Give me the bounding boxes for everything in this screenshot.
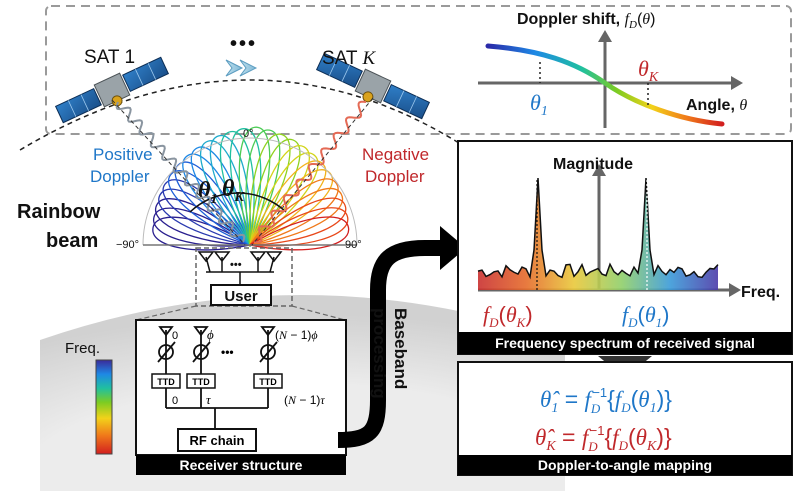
beam-lobe — [174, 161, 252, 247]
beam-angle-indicator — [189, 192, 287, 213]
delay-n: (N − 1)τ — [284, 393, 325, 407]
beam-lobe — [182, 153, 252, 247]
beam-lobe — [245, 129, 281, 247]
mapping-caption: Doppler-to-angle mapping — [538, 457, 712, 473]
beam-lobe — [162, 179, 252, 247]
doppler-curve — [485, 43, 725, 127]
doppler-x-label: Angle, θ — [686, 97, 747, 114]
doppler-theta1: θ1 — [530, 90, 548, 119]
satellite-ellipsis: ••• — [230, 33, 257, 55]
ttd-blocks — [151, 373, 283, 389]
user-box — [210, 284, 272, 306]
phase-phi: ϕ — [207, 327, 214, 342]
satellite-1 — [54, 56, 170, 124]
beam-lobe — [190, 146, 251, 247]
sat1-beam-line — [111, 99, 246, 246]
beam-lobe — [219, 130, 255, 247]
orbit-arc — [19, 79, 471, 151]
beam-lobe — [249, 145, 310, 247]
delay-0: 0 — [172, 395, 178, 407]
baseband-arrow — [337, 240, 445, 448]
negative-signal-wave — [253, 100, 367, 244]
doppler-plot — [478, 30, 743, 128]
deg-pos90: 90° — [345, 239, 362, 251]
spectrum-line — [477, 177, 719, 280]
antenna-array-icon — [197, 251, 283, 285]
beam-lobe — [168, 170, 252, 247]
receiver-dots: ••• — [221, 345, 234, 359]
beam-lobe — [249, 138, 301, 247]
receiver-caption: Receiver structure — [180, 457, 303, 473]
spectrum-caption: Frequency spectrum of received signal — [495, 335, 755, 351]
spectrum-fill — [478, 178, 718, 290]
receiver-wiring — [157, 326, 278, 429]
freq-colorbar — [95, 359, 113, 455]
receiver-caption-bg — [136, 455, 346, 475]
beam-thetak: θK — [222, 176, 245, 205]
satk-label: SAT K — [322, 48, 376, 69]
beam-angle-arc — [142, 137, 358, 246]
beam-lobe — [248, 216, 350, 251]
antenna-dots: ••• — [230, 259, 242, 271]
beam-lobe — [248, 197, 347, 246]
orbit-direction-icon — [225, 59, 258, 77]
freq-colorbar-label: Freq. — [65, 340, 100, 357]
mapping-caption-bg — [458, 455, 792, 475]
phase-0: 0 — [172, 330, 178, 342]
ttd-label-3: TTD — [259, 377, 277, 387]
spectrum-caption-bg — [458, 332, 792, 354]
rf-chain-label: RF chain — [190, 433, 245, 448]
beam-lobe — [248, 133, 291, 247]
zoom-line-left — [135, 305, 197, 321]
beam-lobe — [154, 198, 252, 246]
baseband-label-2: processing — [370, 308, 389, 399]
deg-neg90: −90° — [116, 239, 139, 251]
ttd-label-2: TTD — [192, 377, 210, 387]
ttd-label-1: TTD — [157, 377, 175, 387]
beam-lobe — [229, 128, 262, 248]
top-dashed-box — [45, 5, 792, 135]
zoom-line-right — [291, 305, 346, 321]
doppler-y-label: Doppler shift, fD(θ) — [517, 11, 655, 31]
rainbow-beam — [152, 126, 350, 251]
delay-tau: τ — [206, 392, 212, 407]
positive-signal-wave — [115, 101, 246, 243]
beam-lobe — [158, 188, 252, 246]
beam-lobe — [248, 169, 333, 247]
phase-n: (N − 1)ϕ — [275, 328, 318, 342]
baseband-arrowhead — [440, 226, 466, 270]
doppler-thetak: θK — [638, 56, 659, 85]
beam-lobe — [238, 126, 271, 248]
satk-beam-line — [251, 97, 374, 246]
beam-lobe — [199, 140, 251, 247]
sat1-label: SAT 1 — [84, 47, 135, 68]
rainbow-beam-label-2: beam — [46, 230, 98, 252]
rainbow-beam-label-1: Rainbow — [17, 201, 101, 223]
spectrum-y-label: Magnitude — [553, 156, 633, 173]
satellite-k — [315, 52, 431, 120]
baseband-label-1: Baseband — [391, 308, 410, 389]
user-label: User — [224, 288, 258, 305]
beam-lobe — [248, 152, 319, 247]
spectrum-box — [457, 140, 793, 355]
deg-0: 0° — [243, 128, 254, 140]
spectrum-x-label: Freq. — [741, 284, 780, 301]
